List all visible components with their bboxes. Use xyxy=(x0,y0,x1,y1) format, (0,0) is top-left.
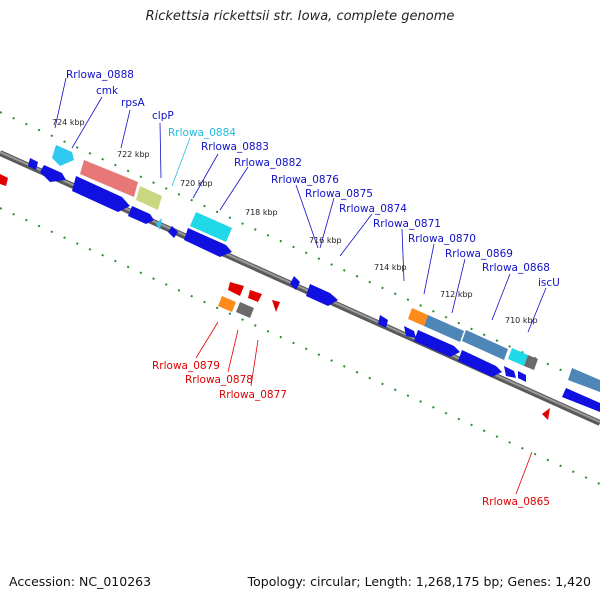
leader-iscU xyxy=(527,287,547,333)
gene-block-0870-orange[interactable] xyxy=(408,308,428,326)
reverse-strand-features xyxy=(0,174,550,420)
gene-block-small-iscU[interactable] xyxy=(504,366,516,378)
gene-block-0868-b[interactable] xyxy=(458,350,502,377)
scale-label-718: 718 kbp xyxy=(245,208,278,217)
label-0869[interactable]: Rrlowa_0869 xyxy=(445,248,513,260)
label-0874[interactable]: Rrlowa_0874 xyxy=(339,203,407,215)
gene-block-0876[interactable] xyxy=(306,284,338,306)
label-0871[interactable]: Rrlowa_0871 xyxy=(373,218,441,230)
gene-block-left-red[interactable] xyxy=(0,174,8,186)
forward-strand-features xyxy=(28,145,600,412)
gene-block-0877[interactable] xyxy=(272,300,280,312)
gene-block-0870[interactable] xyxy=(424,315,464,342)
label-0876[interactable]: Rrlowa_0876 xyxy=(271,174,339,186)
gene-block-0879-red[interactable] xyxy=(228,282,244,296)
leader-0875 xyxy=(319,197,335,249)
gene-block-0865[interactable] xyxy=(542,408,550,420)
gene-block-edge-b[interactable] xyxy=(562,388,600,412)
accession-text: Accession: NC_010263 xyxy=(9,574,152,589)
leader-cmk xyxy=(71,96,103,149)
leader-0884 xyxy=(171,137,191,187)
scale-label-724: 724 kbp xyxy=(52,118,85,127)
gene-block-0888-b[interactable] xyxy=(40,165,66,182)
label-0888[interactable]: Rrlowa_0888 xyxy=(66,69,134,81)
leader-0877 xyxy=(250,339,259,387)
leader-rpsA xyxy=(120,109,131,149)
leader-0878 xyxy=(227,329,239,373)
gene-block-clpP[interactable] xyxy=(136,186,162,210)
scale-label-710: 710 kbp xyxy=(505,316,538,325)
gene-block-small-rpsA[interactable] xyxy=(128,206,154,224)
gene-block-0869-b[interactable] xyxy=(414,330,460,357)
gene-block-0868[interactable] xyxy=(508,348,528,366)
leader-0882 xyxy=(219,166,249,211)
label-0882[interactable]: Rrlowa_0882 xyxy=(234,157,302,169)
gene-block-small-edge[interactable] xyxy=(518,371,526,382)
gene-block-0878[interactable] xyxy=(236,302,254,318)
label-leader-lines xyxy=(54,77,547,333)
label-0875[interactable]: Rrlowa_0875 xyxy=(305,188,373,200)
gene-block-0871[interactable] xyxy=(378,315,388,328)
scale-label-716: 716 kbp xyxy=(309,236,342,245)
gene-block-cyan-triangle[interactable] xyxy=(156,218,162,230)
genome-summary-text: Topology: circular; Length: 1,268,175 bp… xyxy=(247,574,591,589)
label-0879[interactable]: Rrlowa_0879 xyxy=(152,360,220,372)
label-0877[interactable]: Rrlowa_0877 xyxy=(219,389,287,401)
map-title: Rickettsia rickettsii str. Iowa, complet… xyxy=(145,9,455,24)
label-iscU[interactable]: iscU xyxy=(538,277,560,289)
gene-block-0884[interactable] xyxy=(190,212,232,242)
leader-0869 xyxy=(451,258,466,314)
gene-block-edge[interactable] xyxy=(568,368,600,392)
gene-block-0875[interactable] xyxy=(290,276,300,290)
leader-0876 xyxy=(295,184,319,249)
gene-block-0883[interactable] xyxy=(184,228,232,257)
scale-label-720: 720 kbp xyxy=(180,179,213,188)
gene-block-rpsA[interactable] xyxy=(72,176,130,212)
leader-0879 xyxy=(195,321,219,359)
gene-block-small-0888[interactable] xyxy=(28,158,38,170)
label-clpP[interactable]: clpP xyxy=(152,110,174,122)
leader-0868 xyxy=(491,273,511,321)
gene-block-0878-red[interactable] xyxy=(248,290,262,302)
leader-0865 xyxy=(515,451,533,495)
scale-label-722: 722 kbp xyxy=(117,150,150,159)
label-cmk[interactable]: cmk xyxy=(96,85,119,97)
leader-0883 xyxy=(192,153,219,199)
gene-block-small-0870[interactable] xyxy=(404,326,416,338)
label-rpsA[interactable]: rpsA xyxy=(121,97,145,109)
gene-block-small-0882[interactable] xyxy=(168,226,178,238)
gene-block-0888-a[interactable] xyxy=(52,145,74,166)
gene-block-0869[interactable] xyxy=(462,330,508,360)
label-0865[interactable]: Rrlowa_0865 xyxy=(482,496,550,508)
label-0870[interactable]: Rrlowa_0870 xyxy=(408,233,476,245)
label-0868[interactable]: Rrlowa_0868 xyxy=(482,262,550,274)
label-0878[interactable]: Rrlowa_0878 xyxy=(185,374,253,386)
gene-block-iscU[interactable] xyxy=(524,355,538,370)
label-0884[interactable]: Rrlowa_0884 xyxy=(168,127,236,139)
label-0883[interactable]: Rrlowa_0883 xyxy=(201,141,269,153)
gene-block-0879[interactable] xyxy=(218,296,236,312)
leader-0888 xyxy=(54,77,67,129)
leader-0871 xyxy=(401,228,405,282)
leader-0874 xyxy=(339,213,373,257)
gene-block-cmk[interactable] xyxy=(80,160,138,197)
leader-clpP xyxy=(159,122,162,179)
scale-label-714: 714 kbp xyxy=(374,263,407,272)
leader-0870 xyxy=(423,243,435,295)
